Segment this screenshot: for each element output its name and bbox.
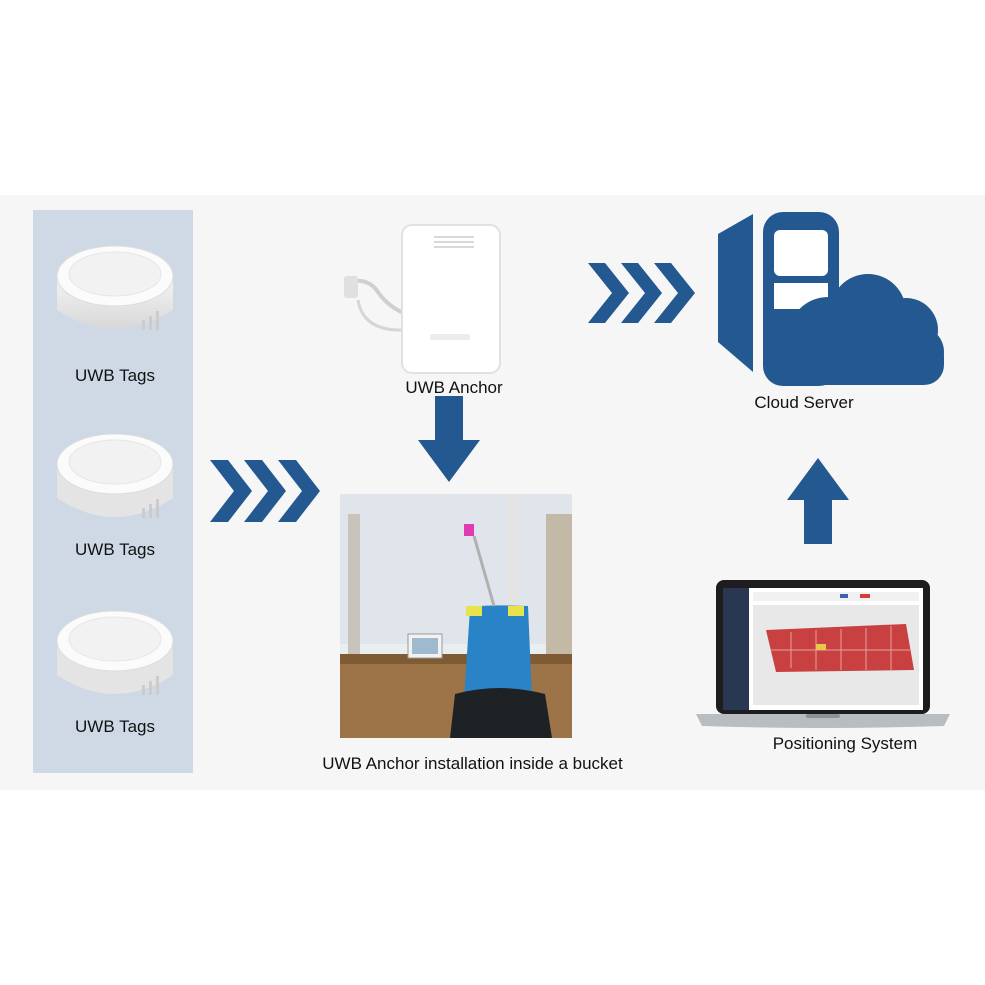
cloud-server-icon	[718, 212, 946, 387]
uwb-tag-device-3	[50, 603, 180, 713]
chevron-arrow-right-icon-2	[588, 263, 696, 323]
installation-photo	[340, 494, 572, 738]
uwb-tag-device-1	[50, 238, 180, 348]
arrow-down-icon	[418, 396, 480, 482]
positioning-system-label: Positioning System	[772, 734, 918, 753]
uwb-anchor-device	[338, 222, 508, 377]
uwb-tag-label-2: UWB Tags	[75, 540, 155, 559]
chevron-arrow-right-icon	[210, 460, 320, 522]
uwb-tag-label-1: UWB Tags	[75, 366, 155, 385]
uwb-tag-label-3: UWB Tags	[75, 717, 155, 736]
uwb-tag-device-2	[50, 426, 180, 536]
uwb-anchor-label: UWB Anchor	[405, 378, 503, 397]
installation-label: UWB Anchor installation inside a bucket	[322, 754, 623, 773]
arrow-up-icon	[787, 458, 849, 544]
laptop-icon	[696, 580, 950, 728]
cloud-server-label: Cloud Server	[754, 393, 854, 412]
